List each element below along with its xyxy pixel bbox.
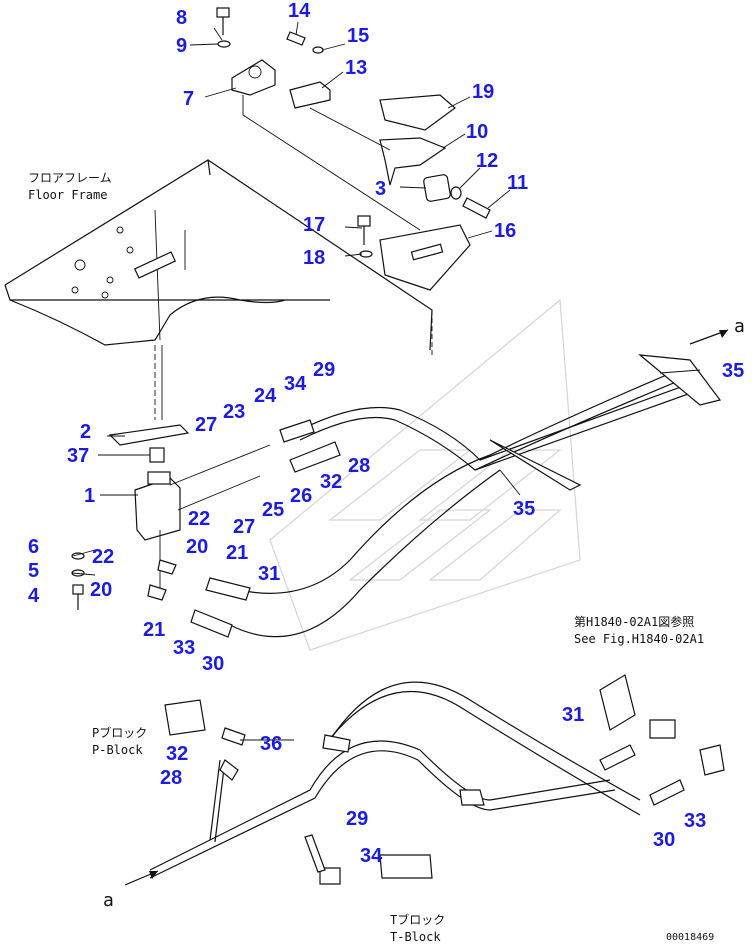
callout-2[interactable]: 2 [80,421,91,443]
callout-23[interactable]: 23 [223,401,245,423]
floor-frame-label-en: Floor Frame [28,188,107,202]
callout-10[interactable]: 10 [466,121,488,143]
callout-16[interactable]: 16 [494,220,516,242]
callout-1[interactable]: 1 [84,485,95,507]
callout-18[interactable]: 18 [303,247,325,269]
callout-17[interactable]: 17 [303,214,325,236]
callout-29-top[interactable]: 29 [313,359,335,381]
arrow-a-top [689,329,729,345]
callout-25[interactable]: 25 [262,499,284,521]
callout-4[interactable]: 4 [28,585,40,607]
callout-13[interactable]: 13 [345,57,367,79]
callout-33-top[interactable]: 33 [173,637,195,659]
valve-assembly [71,424,271,610]
callout-33-bottom[interactable]: 33 [684,810,706,832]
callout-29-bottom[interactable]: 29 [346,808,368,830]
callout-34-bottom[interactable]: 34 [360,845,383,867]
arrow-a-bottom-label: a [103,890,114,911]
callout-36[interactable]: 36 [260,733,282,755]
p-block-label-jp: Pブロック [92,725,147,740]
callout-19[interactable]: 19 [472,81,494,103]
callout-21-top[interactable]: 21 [226,542,248,564]
callout-35-top[interactable]: 35 [722,360,744,382]
callout-11[interactable]: 11 [507,172,528,194]
arrow-a-top-label: a [734,316,745,337]
callout-31-top[interactable]: 31 [258,563,280,585]
callout-32-bottom[interactable]: 32 [166,743,188,765]
callout-30-bottom[interactable]: 30 [653,829,675,851]
callout-30-top[interactable]: 30 [202,653,224,675]
pedal-assembly [216,7,491,291]
callout-7[interactable]: 7 [183,88,194,110]
arrow-a-bottom [124,870,159,886]
t-block-label-jp: Tブロック [390,912,445,927]
callout-9[interactable]: 9 [176,35,187,57]
floor-frame-plate [4,159,433,420]
lower-hose-routing [149,674,725,885]
callout-22-top[interactable]: 22 [188,508,210,530]
watermark-logo [269,298,581,651]
callout-27-bottom[interactable]: 27 [233,516,255,538]
drawing-number: 00018469 [666,932,714,943]
callout-31-bottom[interactable]: 31 [562,704,584,726]
callout-37[interactable]: 37 [67,445,89,467]
callout-28-bottom[interactable]: 28 [160,767,182,789]
callout-28-top[interactable]: 28 [348,455,370,477]
callout-12[interactable]: 12 [476,150,498,172]
callout-14[interactable]: 14 [288,0,311,22]
floor-frame-label-jp: フロアフレーム [28,171,112,185]
p-block-label-en: P-Block [92,743,143,757]
hose-lines [190,354,722,638]
callout-20-bottom[interactable]: 20 [90,579,112,601]
callout-35-bottom[interactable]: 35 [513,498,535,520]
callout-26[interactable]: 26 [290,485,312,507]
callout-32-top[interactable]: 32 [320,471,342,493]
leader-lines [71,21,701,741]
callout-24[interactable]: 24 [254,385,277,407]
see-fig-label-en: See Fig.H1840-02A1 [574,632,704,646]
callout-8[interactable]: 8 [176,7,187,29]
see-fig-label-jp: 第H1840-02A1図参照 [574,614,694,629]
callout-6[interactable]: 6 [28,536,39,558]
callout-21-bottom[interactable]: 21 [143,619,165,641]
callout-20-top[interactable]: 20 [186,536,208,558]
callout-15[interactable]: 15 [347,25,369,47]
callout-22-bottom[interactable]: 22 [92,546,114,568]
callout-3[interactable]: 3 [375,178,386,200]
callout-27-top[interactable]: 27 [195,414,217,436]
callout-34-top[interactable]: 34 [284,373,307,395]
t-block-label-en: T-Block [390,930,441,944]
callout-5[interactable]: 5 [28,560,39,582]
